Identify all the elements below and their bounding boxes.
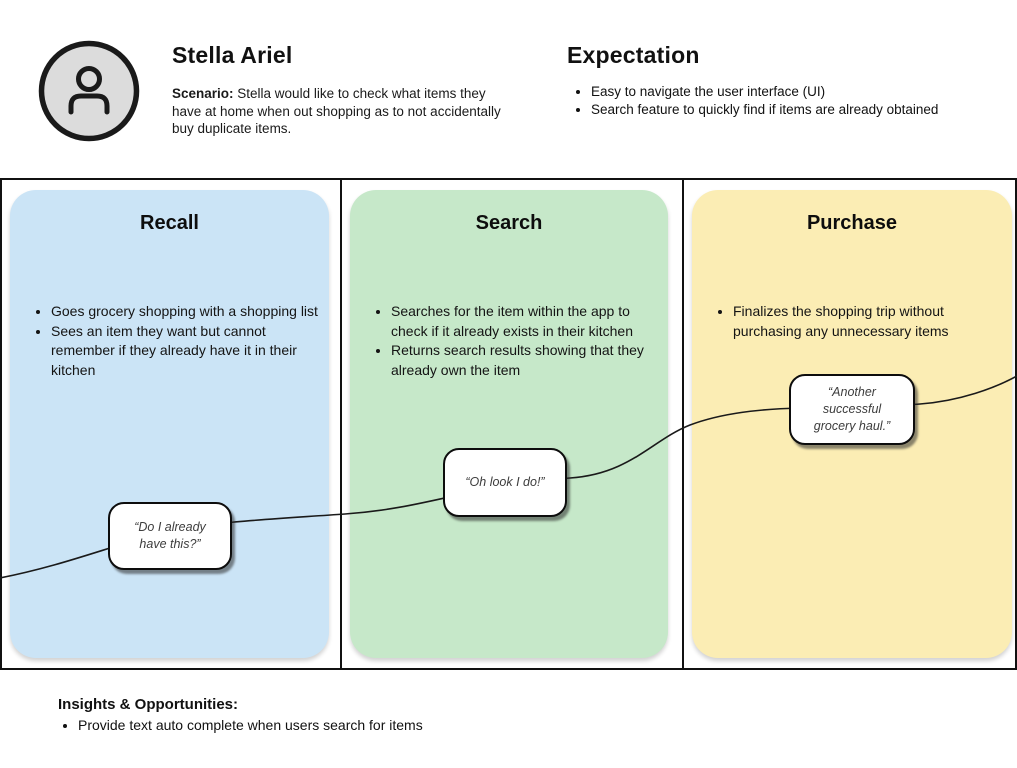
stage-actions-purchase: Finalizes the shopping trip without purc…	[712, 302, 1004, 341]
person-icon	[38, 40, 140, 142]
avatar[interactable]	[38, 40, 140, 142]
stage-title-search: Search	[475, 211, 543, 234]
table-border-bottom	[0, 668, 1017, 670]
action-item: Goes grocery shopping with a shopping li…	[51, 302, 321, 322]
table-border-left	[0, 178, 2, 670]
expectation-title: Expectation	[567, 42, 700, 68]
action-item: Finalizes the shopping trip without purc…	[733, 302, 1004, 341]
stage-actions-recall: Goes grocery shopping with a shopping li…	[30, 302, 321, 380]
scenario-label: Scenario:	[172, 86, 234, 101]
action-item: Returns search results showing that they…	[391, 341, 660, 380]
quote-text: “Do I already have this?”	[134, 520, 206, 551]
stage-title-recall: Recall	[140, 211, 199, 234]
column-divider-2	[682, 178, 684, 670]
insights-section: Insights & Opportunities: Provide text a…	[58, 696, 758, 734]
stage-card-recall[interactable]: Recall Goes grocery shopping with a shop…	[10, 190, 329, 658]
persona-scenario: Scenario: Stella would like to check wha…	[172, 85, 512, 138]
expectation-list: Easy to navigate the user interface (UI)…	[567, 83, 997, 118]
stage-actions-search: Searches for the item within the app to …	[370, 302, 660, 380]
column-divider-1	[340, 178, 342, 670]
insights-list: Provide text auto complete when users se…	[58, 716, 758, 734]
stage-title-purchase: Purchase	[806, 211, 898, 234]
insight-item: Provide text auto complete when users se…	[78, 716, 758, 734]
expectation-item: Search feature to quickly find if items …	[591, 101, 997, 119]
quote-bubble-recall[interactable]: “Do I already have this?”	[108, 502, 232, 570]
persona-block: Stella Ariel Scenario: Stella would like…	[172, 42, 512, 138]
stage-card-search[interactable]: Search Searches for the item within the …	[350, 190, 668, 658]
insights-title: Insights & Opportunities:	[58, 696, 238, 713]
table-border-right	[1015, 178, 1017, 670]
journey-map: Recall Goes grocery shopping with a shop…	[0, 178, 1017, 670]
quote-text: “Oh look I do!”	[465, 475, 545, 489]
scenario-text: Stella would like to check what items th…	[172, 86, 501, 136]
persona-name: Stella Ariel	[172, 42, 293, 68]
expectation-block: Expectation Easy to navigate the user in…	[567, 42, 997, 118]
quote-bubble-purchase[interactable]: “Another successful grocery haul.”	[789, 374, 915, 445]
action-item: Sees an item they want but cannot rememb…	[51, 322, 321, 381]
action-item: Searches for the item within the app to …	[391, 302, 660, 341]
table-border-top	[0, 178, 1017, 180]
persona-header: Stella Ariel Scenario: Stella would like…	[0, 0, 1017, 178]
quote-bubble-search[interactable]: “Oh look I do!”	[443, 448, 567, 517]
expectation-item: Easy to navigate the user interface (UI)	[591, 83, 997, 101]
quote-text: “Another successful grocery haul.”	[813, 385, 891, 433]
